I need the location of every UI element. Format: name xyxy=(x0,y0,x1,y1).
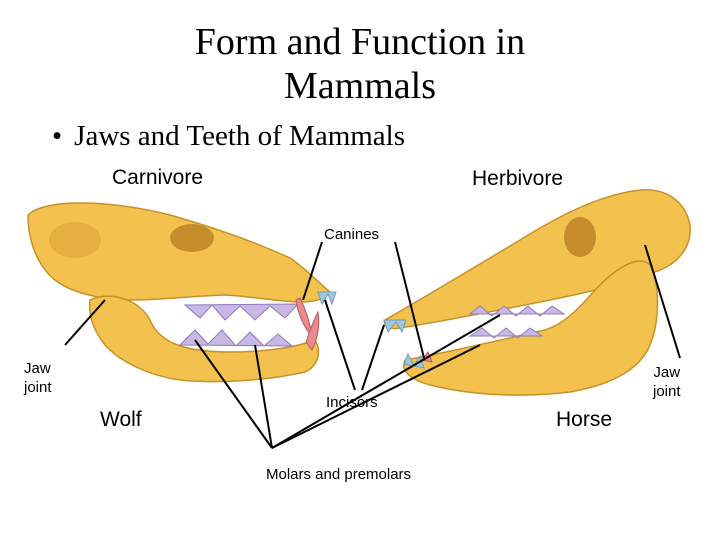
wolf-upper-molars xyxy=(183,303,300,321)
wolf-cranium xyxy=(27,202,331,303)
bullet-item: • Jaws and Teeth of Mammals xyxy=(52,120,405,153)
horse-cranium xyxy=(383,189,691,330)
label-molars-premolars: Molars and premolars xyxy=(266,466,412,483)
label-jaw-joint-left-line-1: Jaw xyxy=(24,360,51,377)
horse-lower-incisors xyxy=(403,352,425,369)
label-horse: Horse xyxy=(556,408,613,431)
wolf-lower-jaw xyxy=(88,295,320,383)
horse-lower-jaw xyxy=(403,260,659,396)
slide-title: Form and Function in Mammals xyxy=(60,20,660,108)
horse-orbit xyxy=(564,217,596,257)
label-wolf: Wolf xyxy=(100,408,142,431)
leader-molars-3 xyxy=(271,344,481,449)
label-jaw-joint-left-line-2: joint xyxy=(24,379,52,396)
label-canines: Canines xyxy=(324,226,380,243)
leader-lines xyxy=(64,241,681,449)
leader-canines-wolf xyxy=(302,241,323,301)
label-jaw-joint-right-line-2: joint xyxy=(653,383,681,400)
label-jaw-joint-left: Jaw joint xyxy=(24,359,52,397)
horse-upper-molars xyxy=(468,305,566,317)
leader-molars-1 xyxy=(194,339,273,449)
leader-incisors-horse xyxy=(361,324,385,391)
label-herbivore: Herbivore xyxy=(472,167,564,190)
wolf-upper-incisors xyxy=(317,291,337,306)
horse-lower-molars xyxy=(468,327,544,339)
horse-skull xyxy=(383,189,691,396)
bullet-text: Jaws and Teeth of Mammals xyxy=(74,120,406,152)
title-line-2: Mammals xyxy=(284,65,436,107)
wolf-cranium-hollow xyxy=(49,222,101,258)
label-jaw-joint-right-line-1: Jaw xyxy=(653,364,681,381)
label-jaw-joint-right: Jaw joint xyxy=(653,363,681,401)
leader-molars-4 xyxy=(271,314,501,449)
leader-jaw-joint-left xyxy=(64,299,106,346)
wolf-orbit xyxy=(170,224,214,252)
wolf-upper-canine xyxy=(295,297,313,338)
label-carnivore: Carnivore xyxy=(112,166,204,189)
horse-upper-incisors xyxy=(383,319,407,334)
leader-incisors-wolf xyxy=(324,299,356,391)
wolf-lower-molars xyxy=(178,329,294,347)
wolf-lower-canine xyxy=(305,310,320,351)
leader-canines-horse xyxy=(394,241,425,359)
title-line-1: Form and Function in xyxy=(194,21,526,63)
bullet-dot-icon: • xyxy=(52,120,63,152)
leader-jaw-joint-right xyxy=(644,244,681,359)
label-incisors: Incisors xyxy=(326,394,378,411)
wolf-skull xyxy=(27,202,337,383)
leader-molars-2 xyxy=(254,344,273,449)
